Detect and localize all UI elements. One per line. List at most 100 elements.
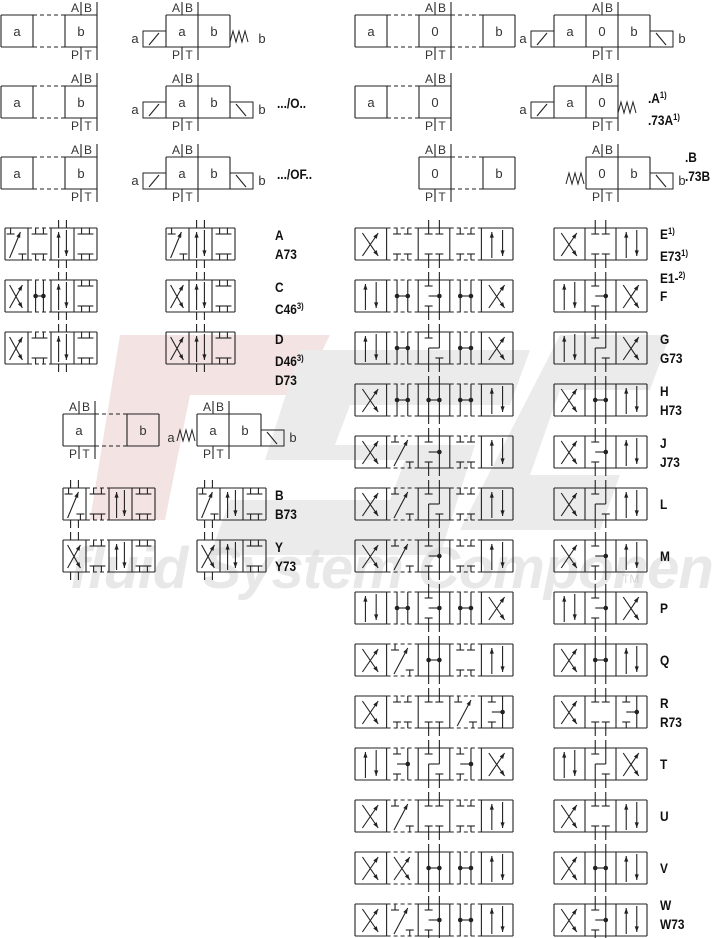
arrowhead	[489, 544, 494, 550]
spool-J-5	[354, 428, 514, 476]
arrowhead	[178, 354, 184, 360]
port-label-T: T	[84, 119, 92, 133]
junction-dot	[603, 657, 609, 663]
spool-M-5	[354, 532, 514, 580]
variant-code-text: V	[660, 860, 668, 876]
variant-code-text: J	[660, 435, 667, 451]
line	[536, 32, 548, 46]
arrowhead	[499, 753, 505, 759]
arrowhead	[633, 614, 639, 620]
variant-code-text: M	[660, 548, 670, 564]
port-label-T: T	[438, 48, 446, 62]
variant-code-text: E	[660, 226, 668, 242]
arrowhead	[363, 752, 368, 758]
actuator-label-a: a	[131, 173, 139, 188]
variant-code: D73	[275, 371, 304, 390]
variant-code-text: .A	[648, 90, 660, 106]
variant-code-text: B73	[275, 506, 297, 522]
variant-code-text: L	[660, 496, 668, 512]
arrowhead	[114, 544, 119, 550]
junction-dot	[405, 397, 411, 403]
position-label-a: a	[209, 423, 217, 438]
port-label-B: B	[82, 400, 90, 414]
fsc-logo	[90, 335, 670, 555]
variant-code: F	[660, 287, 667, 306]
arrowhead	[624, 232, 629, 238]
spool-E-5	[354, 220, 514, 268]
variant-label-V: V	[660, 859, 668, 878]
spool-E-3	[553, 220, 648, 268]
variant-label-Q: Q	[660, 651, 669, 670]
arrowhead	[403, 908, 408, 914]
arrowhead	[633, 302, 639, 308]
arrowhead	[634, 874, 639, 880]
variant-label-O: .../O..	[277, 94, 306, 113]
variant-code: J73	[660, 453, 680, 472]
arrowhead	[489, 492, 494, 498]
port-label-T: T	[605, 48, 613, 62]
position-label-zero: 0	[598, 24, 605, 39]
arrowhead	[122, 562, 127, 568]
spool-A-3	[165, 220, 236, 268]
port-label-T: T	[82, 447, 90, 461]
footnote-ref: 3)	[296, 353, 304, 363]
port-label-A: A	[172, 143, 180, 157]
position-label-b: b	[630, 166, 637, 181]
variant-code: W	[660, 896, 684, 915]
junction-dot	[405, 293, 411, 299]
position-label-b: b	[241, 423, 248, 438]
arrowhead	[64, 354, 69, 360]
arrowhead	[571, 406, 577, 412]
arrowhead	[499, 597, 505, 603]
arrowhead	[489, 804, 494, 810]
variant-code-text: G73	[660, 350, 683, 366]
junction-dot	[634, 709, 640, 715]
arrowhead	[571, 857, 577, 863]
arrowhead	[499, 354, 505, 360]
variant-code: G	[660, 330, 682, 349]
arrowhead	[572, 302, 577, 308]
actuator-label-b: b	[258, 31, 265, 46]
actuator-label-a: a	[519, 102, 527, 117]
arrowhead	[499, 337, 505, 343]
actuator-label-b: b	[678, 173, 685, 188]
variant-code-text: .73A	[648, 112, 674, 128]
actuator-label-a: a	[131, 102, 139, 117]
port-label-B: B	[605, 72, 613, 86]
arrowhead	[114, 492, 119, 498]
port-label-A: A	[172, 1, 180, 15]
arrowhead	[17, 285, 23, 291]
variant-code: U	[660, 807, 669, 826]
arrowhead	[233, 510, 238, 516]
junction-dot	[603, 917, 609, 923]
variant-code-text: Q	[660, 652, 670, 668]
arrowhead	[572, 770, 577, 776]
port-label-P: P	[592, 190, 600, 204]
variant-code-text: H	[660, 383, 669, 399]
junction-dot	[468, 345, 474, 351]
position-label-a: a	[13, 95, 21, 110]
arrowhead	[572, 614, 577, 620]
port-label-T: T	[438, 119, 446, 133]
variant-label-A1: .A1).73A1)	[648, 86, 680, 130]
arrowhead	[634, 406, 639, 412]
arrowhead	[74, 492, 79, 498]
position-label-b: b	[630, 24, 637, 39]
footnote-ref: 3)	[296, 301, 304, 311]
variant-code-text: G	[660, 331, 670, 347]
position-label-b: b	[77, 166, 84, 181]
arrowhead	[17, 337, 23, 343]
junction-dot	[426, 865, 431, 871]
arrowhead	[624, 492, 629, 498]
arrowhead	[373, 458, 379, 464]
position-label-a: a	[367, 24, 375, 39]
spool-D-4	[4, 324, 98, 372]
variant-code-text: J73	[660, 454, 680, 470]
